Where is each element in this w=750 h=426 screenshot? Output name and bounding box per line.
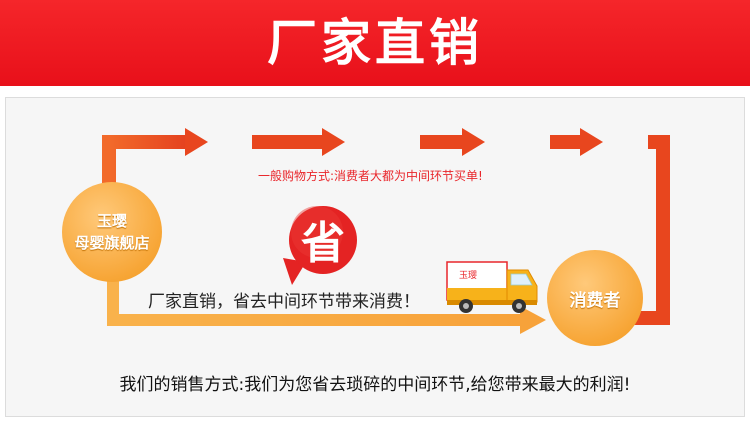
normal-route (102, 128, 670, 325)
route-segment (420, 135, 466, 149)
save-badge-text: 省 (301, 218, 345, 269)
banner: 厂家直销 (0, 0, 750, 86)
consumer-label: 消费者 (569, 290, 621, 311)
route-segment (252, 135, 326, 149)
route-line-right (628, 135, 670, 325)
direct-route-text: 厂家直销，省去中间环节带来消费！ (148, 292, 420, 312)
route-line-left (102, 135, 196, 200)
store-name-line1: 玉璎 (96, 212, 127, 230)
direct-route (107, 268, 546, 334)
store-name-line2: 母婴旗舰店 (74, 234, 150, 252)
arrow-right-icon (322, 128, 345, 156)
delivery-truck-icon (446, 261, 538, 313)
arrow-right-icon (580, 128, 603, 156)
route-segment (550, 135, 584, 149)
direct-route-line (107, 268, 525, 326)
speech-bubble-icon: 省 (283, 206, 357, 285)
arrow-right-icon (520, 306, 546, 334)
footer-text: 我们的销售方式:我们为您省去琐碎的中间环节,给您带来最大的利润! (119, 375, 631, 395)
arrow-right-icon (462, 128, 485, 156)
truck-label: 玉璎 (459, 271, 478, 281)
consumer-badge: 消费者 (547, 250, 643, 346)
arrow-right-icon (185, 128, 208, 156)
banner-title: 厂家直销 (267, 14, 483, 72)
normal-route-text: 一般购物方式:消费者大都为中间环节买单! (258, 169, 483, 183)
store-badge: 玉璎 母婴旗舰店 (62, 182, 162, 282)
